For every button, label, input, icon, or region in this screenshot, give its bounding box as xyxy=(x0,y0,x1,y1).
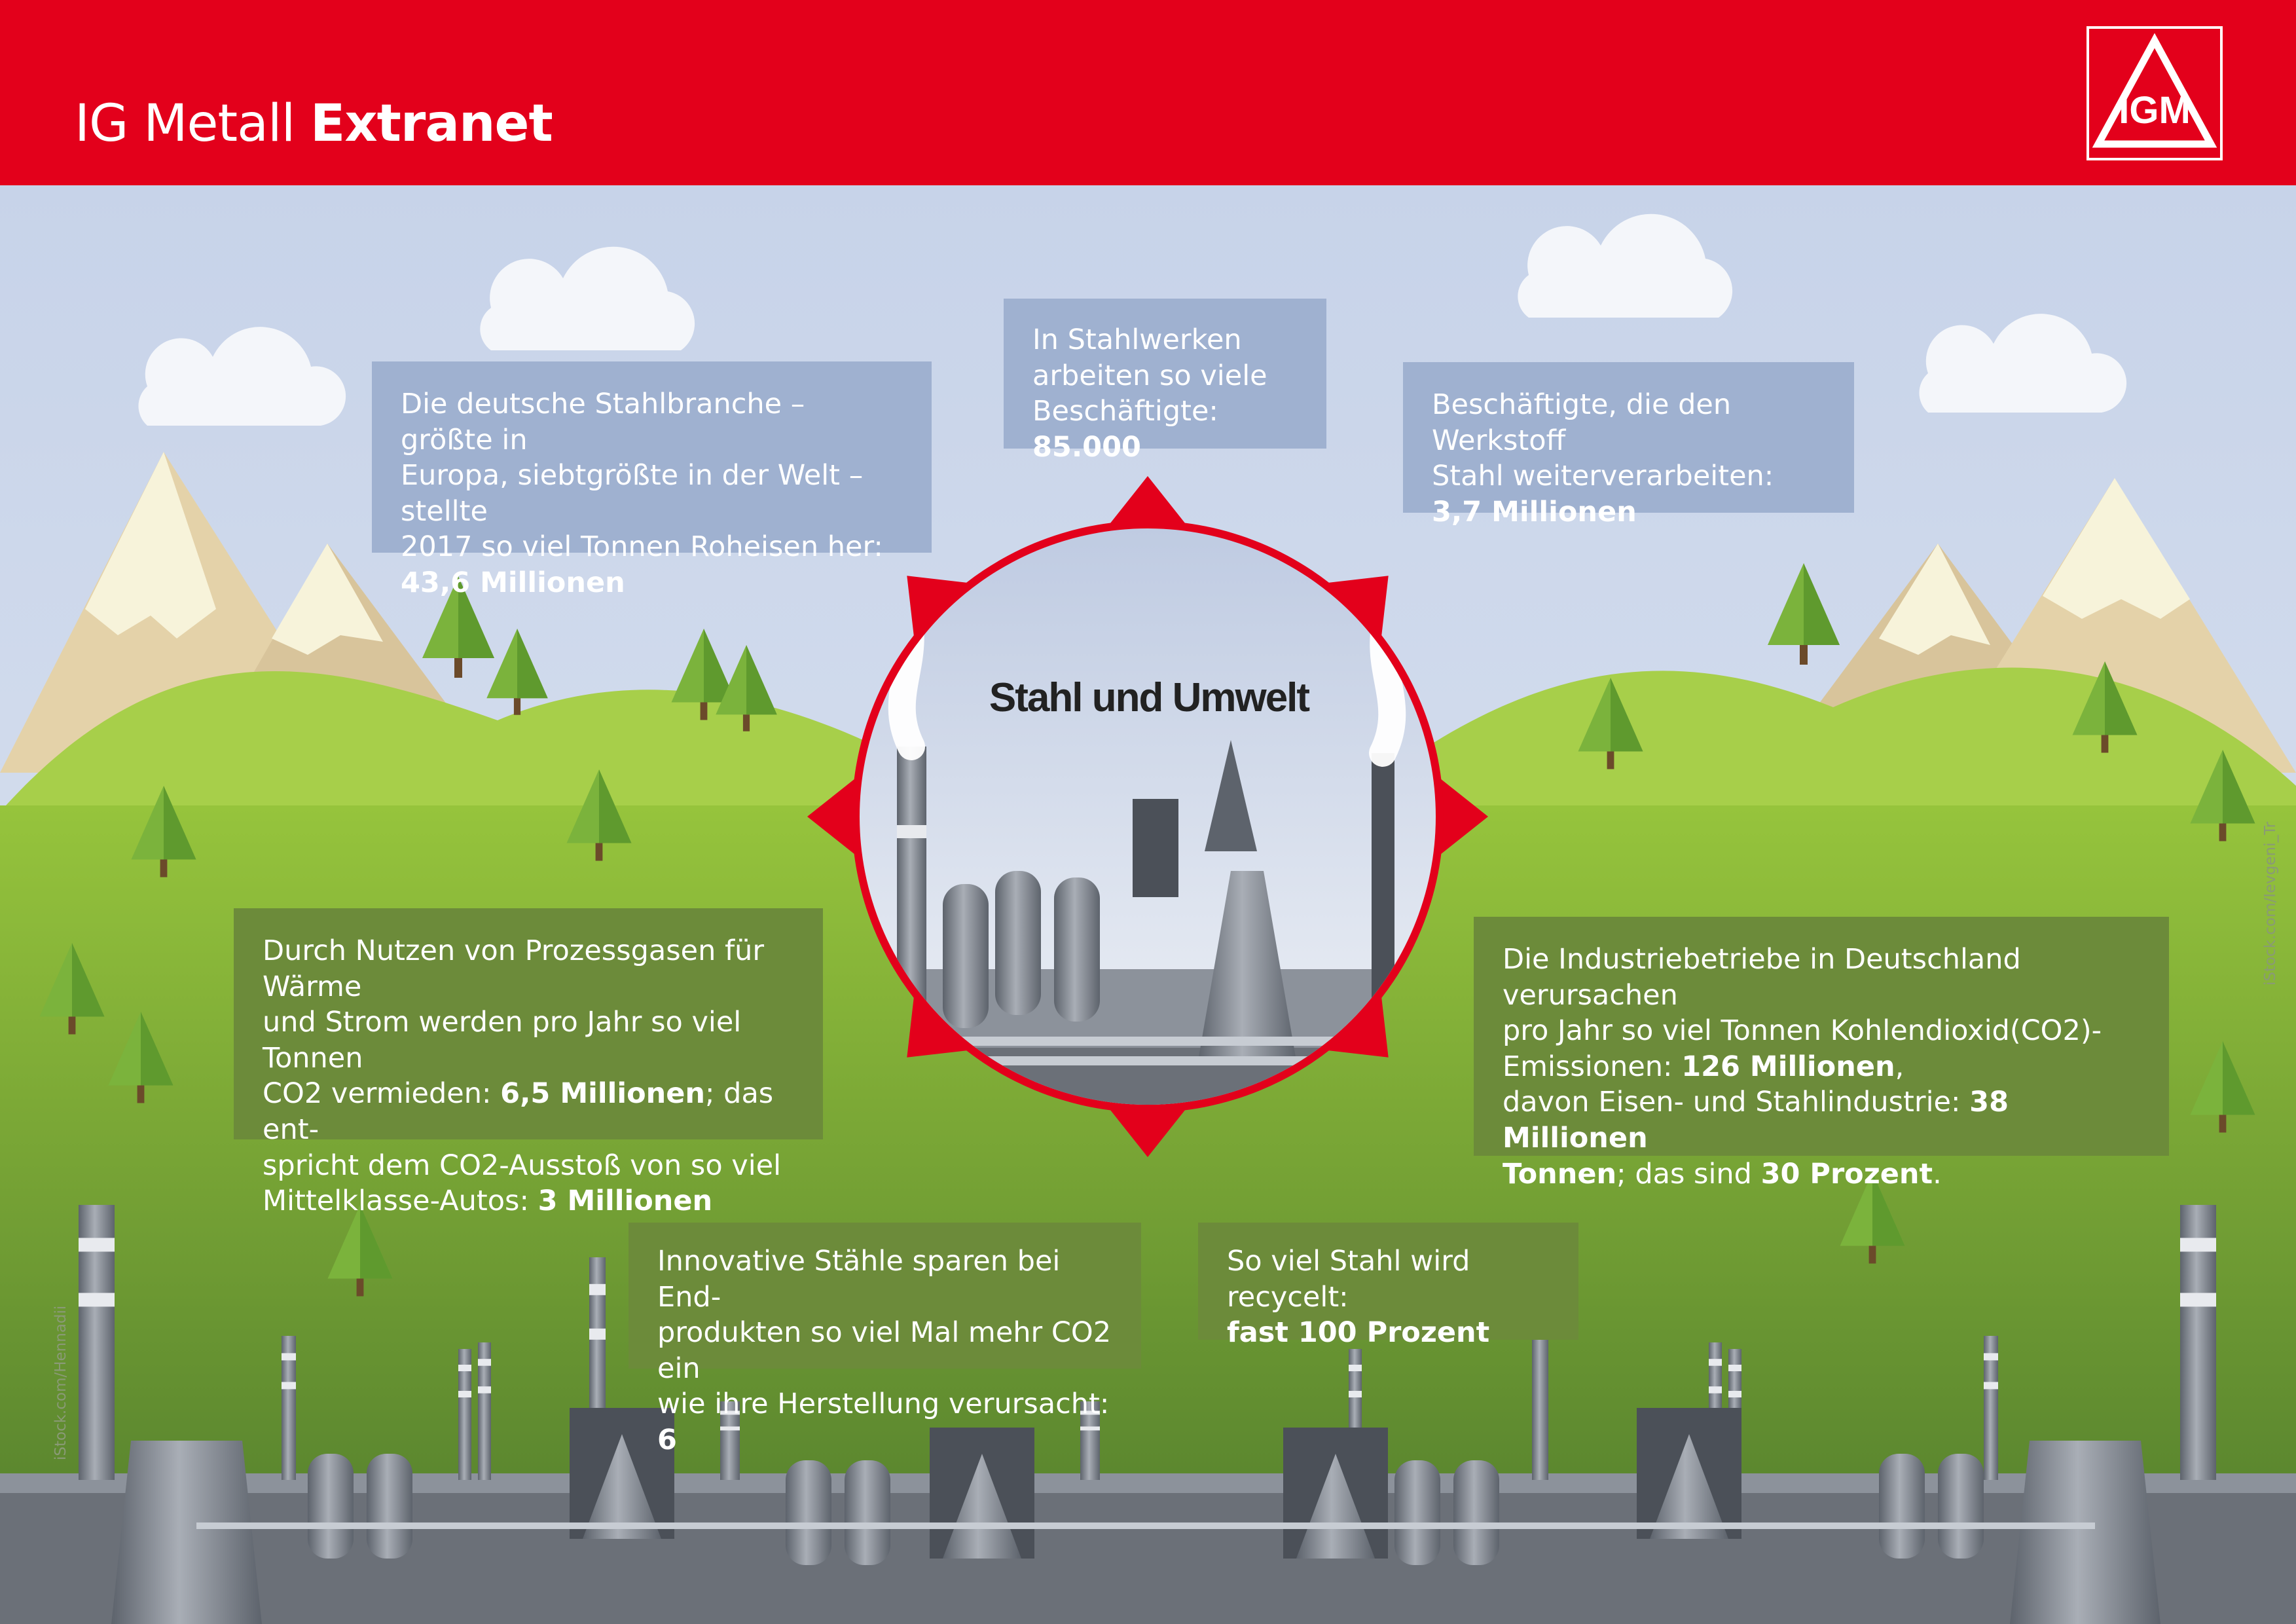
pine-tree xyxy=(2072,661,2138,753)
pine-tree xyxy=(566,769,632,861)
pine-tree xyxy=(716,645,777,731)
fact-employees-value: 85.000 xyxy=(1032,430,1141,464)
storage-tank xyxy=(308,1454,354,1559)
fact-employees: In Stahlwerken arbeiten so viele Beschäf… xyxy=(1004,299,1326,464)
logo-letters: IGM xyxy=(2119,89,2191,132)
pine-tree xyxy=(327,1205,393,1297)
photo-credit-left: iStock.com/Hennadii xyxy=(52,1305,69,1460)
clouds xyxy=(138,213,2127,426)
igm-logo-icon[interactable]: IGM xyxy=(2086,26,2223,160)
fact-innovative-value: 6 xyxy=(657,1424,677,1457)
center-title: Stahl und Umwelt xyxy=(989,675,1310,720)
storage-tank xyxy=(1394,1460,1440,1565)
storage-tank xyxy=(367,1454,412,1559)
brand-regular: IG Metall xyxy=(75,94,295,153)
storage-tank xyxy=(845,1460,890,1565)
smokestack xyxy=(478,1342,491,1480)
fact-recycling-value: fast 100 Prozent xyxy=(1227,1316,1490,1350)
header-bar: IG Metall Extranet IGM xyxy=(0,0,2296,185)
pine-tree xyxy=(422,576,494,678)
center-emblem xyxy=(807,476,1488,1157)
fact-processors-value: 3,7 Millionen xyxy=(1432,495,1637,528)
storage-tank xyxy=(1938,1454,1984,1559)
pine-tree xyxy=(108,1012,173,1103)
blast-furnace xyxy=(1198,871,1296,1061)
fact-production: Die deutsche Stahlbranche – größte in Eu… xyxy=(372,361,932,599)
storage-tank xyxy=(1054,877,1100,1022)
fact-co2-avoided-value: 6,5 Millionen xyxy=(500,1077,705,1111)
storage-tank xyxy=(786,1460,831,1565)
storage-tank xyxy=(943,884,989,1028)
pine-tree xyxy=(39,943,105,1035)
pine-tree xyxy=(1578,678,1643,769)
pine-tree xyxy=(2190,1041,2255,1133)
smokestack xyxy=(282,1336,296,1480)
photo-credit-right: iStock.com/Ievgeni_Tr xyxy=(2262,821,2279,986)
fact-emissions: Die Industriebetriebe in Deutschland ver… xyxy=(1474,917,2169,1190)
pine-tree xyxy=(131,786,196,877)
pine-tree xyxy=(671,629,737,720)
cooling-tower xyxy=(2010,1441,2160,1624)
industrial-skyline xyxy=(0,1205,2296,1624)
pine-tree xyxy=(2190,750,2255,841)
fact-processors: Beschäftigte, die den Werkstoff Stahl we… xyxy=(1403,362,1854,528)
smokestack xyxy=(458,1349,471,1480)
fact-production-value: 43,6 Millionen xyxy=(401,566,625,600)
pine-tree xyxy=(486,629,548,715)
storage-tank xyxy=(1453,1460,1499,1565)
storage-tank xyxy=(995,871,1041,1015)
pine-tree xyxy=(1840,1172,1905,1264)
cooling-tower xyxy=(111,1441,262,1624)
fact-recycling: So viel Stahl wird recycelt: fast 100 Pr… xyxy=(1198,1223,1578,1349)
brand-title: IG Metall Extranet xyxy=(75,98,553,149)
brand-bold: Extranet xyxy=(310,94,553,153)
pine-tree xyxy=(1768,563,1840,665)
fact-innovative-steels: Innovative Stähle sparen bei End- produk… xyxy=(629,1223,1141,1456)
smokestack xyxy=(1984,1336,1998,1480)
trees xyxy=(39,563,2255,1297)
fact-cars-value: 3 Millionen xyxy=(538,1185,713,1218)
fact-process-gases: Durch Nutzen von Prozessgasen für Wärme … xyxy=(234,908,823,1217)
storage-tank xyxy=(1879,1454,1925,1559)
fact-steel-emissions-value: 38 Millionen Tonnen xyxy=(1503,1086,2009,1190)
fact-emissions-total-value: 126 Millionen xyxy=(1681,1050,1895,1083)
fact-share-value: 30 Prozent xyxy=(1760,1157,1933,1190)
